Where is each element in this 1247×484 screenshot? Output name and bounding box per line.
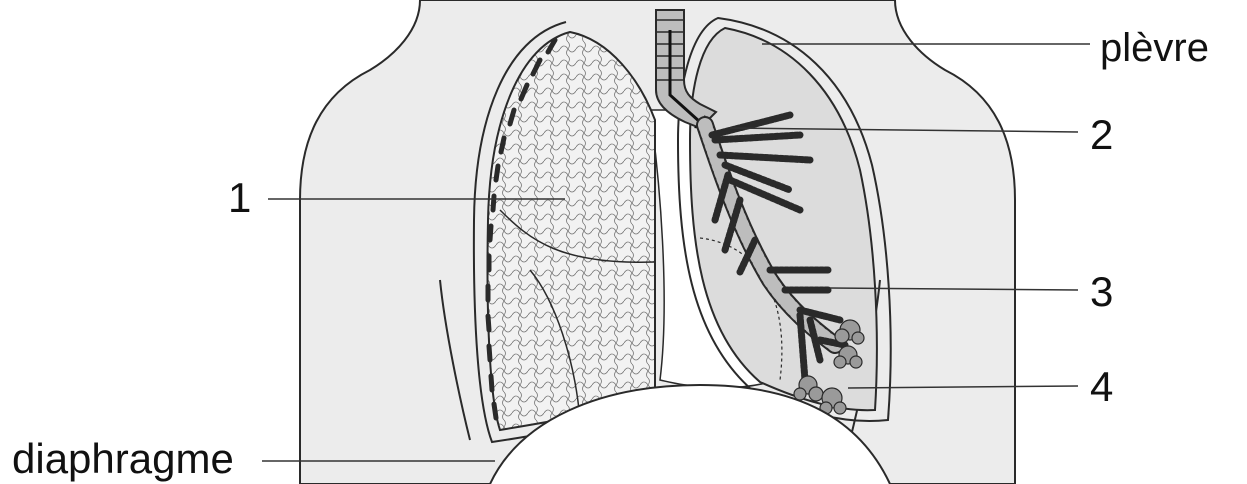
label-3: 3: [1090, 271, 1113, 313]
label-plevre: plèvre: [1100, 28, 1209, 68]
label-2: 2: [1090, 114, 1113, 156]
label-4: 4: [1090, 366, 1113, 408]
left-lung: [488, 32, 656, 430]
label-1: 1: [228, 177, 251, 219]
label-diaphragme: diaphragme: [12, 438, 234, 480]
